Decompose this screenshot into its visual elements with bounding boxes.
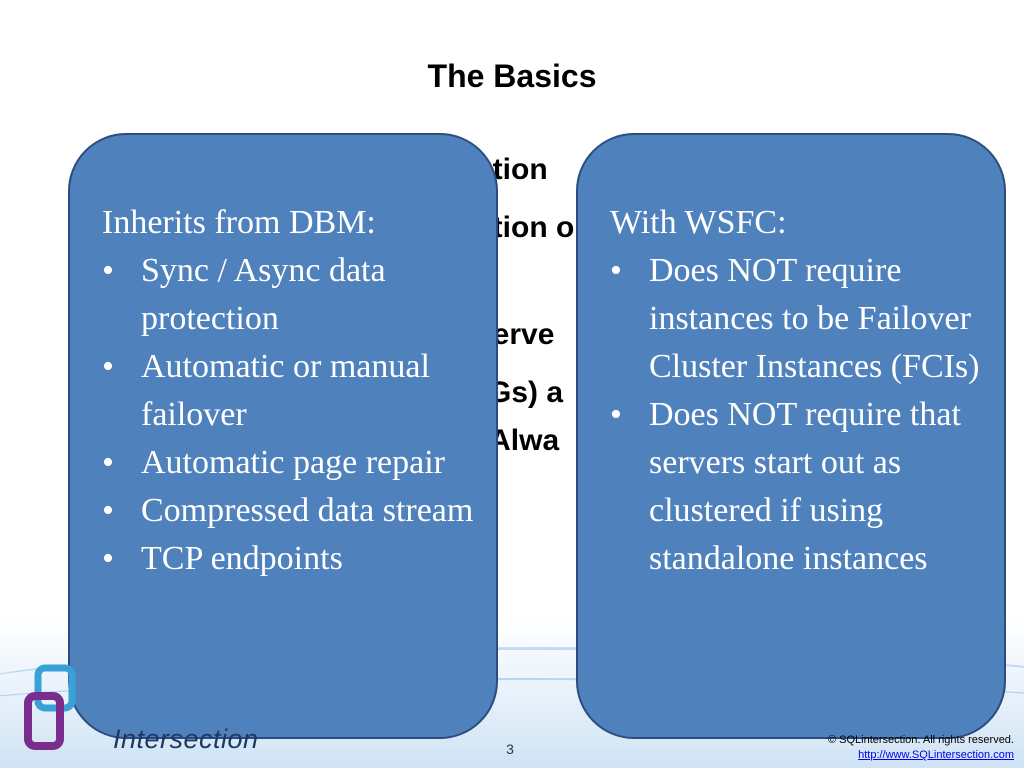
left-panel-heading: Inherits from DBM: [102,204,376,241]
slide-title: The Basics [427,58,597,94]
footer-wave [0,678,1024,760]
footer-wave [0,647,1024,740]
list-item: Automatic page repair [102,439,476,487]
page-number: 3 [506,741,514,757]
logo-text: Intersection [113,724,259,754]
copyright-notice: © SQLintersection. All rights reserved. … [828,733,1014,763]
left-panel-list: Sync / Async data protection Automatic o… [102,247,476,583]
list-item: Does NOT require instances to be Failove… [610,247,988,391]
background-text: Gs) a [488,376,564,409]
list-item: Automatic or manual failover [102,343,476,439]
right-panel-list: Does NOT require instances to be Failove… [610,247,988,583]
right-panel-heading: With WSFC: [610,204,787,241]
list-item: Compressed data stream [102,487,476,535]
left-callout-panel: Inherits from DBM: Sync / Async data pro… [68,133,498,739]
sqlintersection-logo-icon [24,664,76,750]
list-item: Sync / Async data protection [102,247,476,343]
list-item: TCP endpoints [102,535,476,583]
list-item: Does NOT require that servers start out … [610,391,988,583]
copyright-text: © SQLintersection. All rights reserved. [827,734,1014,746]
website-link[interactable]: http://www.SQLintersection.com [858,749,1014,761]
right-callout-panel: With WSFC: Does NOT require instances to… [576,133,1006,739]
